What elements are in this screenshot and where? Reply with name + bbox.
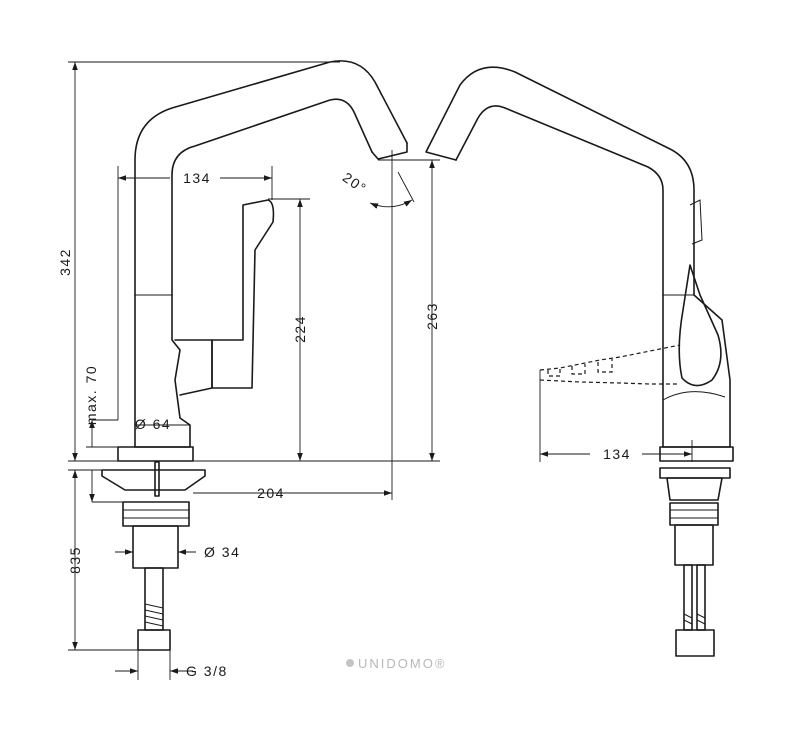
front-spout-tip xyxy=(371,142,408,160)
dim-134-side-label: 134 xyxy=(603,446,631,462)
dim-204-label: 204 xyxy=(257,485,285,501)
side-spout-tip xyxy=(425,147,457,161)
side-view-faucet xyxy=(425,66,734,657)
side-spout-inner xyxy=(455,105,664,296)
side-spout-outer xyxy=(427,66,695,296)
front-handle-lever xyxy=(211,199,275,389)
side-lock-nut xyxy=(669,502,719,526)
dimension-labels: 342 134 20° 224 263 max. 70 Ø 64 204 Ø 3… xyxy=(57,169,631,679)
front-spout-outer xyxy=(134,60,408,296)
front-spout-inner xyxy=(171,98,373,296)
side-handle-lever xyxy=(678,264,722,387)
watermark-drop-icon xyxy=(346,659,354,667)
dim-g38-label: G 3/8 xyxy=(186,663,228,679)
dim-dia64-label: Ø 64 xyxy=(135,416,171,432)
watermark: UNIDOMO® xyxy=(346,656,446,671)
side-body xyxy=(662,294,731,448)
front-connector xyxy=(137,629,171,651)
front-hose-thread xyxy=(144,603,164,627)
side-shank xyxy=(674,524,714,566)
dim-342-label: 342 xyxy=(57,248,73,276)
front-handle-base xyxy=(174,339,213,396)
dimension-lines xyxy=(68,61,693,680)
front-view-faucet xyxy=(101,60,408,651)
dim-263-label: 263 xyxy=(424,302,440,330)
dim-dia34-label: Ø 34 xyxy=(204,544,240,560)
side-mount-flange xyxy=(659,467,731,479)
watermark-text: UNIDOMO® xyxy=(358,656,446,671)
dim-134-upper-label: 134 xyxy=(183,170,211,186)
front-lock-nut xyxy=(122,501,190,527)
side-lever-open-position xyxy=(539,344,681,371)
dim-max70-label: max. 70 xyxy=(83,365,99,425)
front-mount-flange xyxy=(101,469,206,491)
side-connector xyxy=(675,629,715,657)
front-hose xyxy=(144,567,164,631)
front-shank xyxy=(132,525,179,569)
dim-angle-label: 20° xyxy=(340,169,370,197)
dim-835-label: 835 xyxy=(67,546,83,574)
dim-224-label: 224 xyxy=(292,315,308,343)
front-base-plate xyxy=(117,446,194,462)
